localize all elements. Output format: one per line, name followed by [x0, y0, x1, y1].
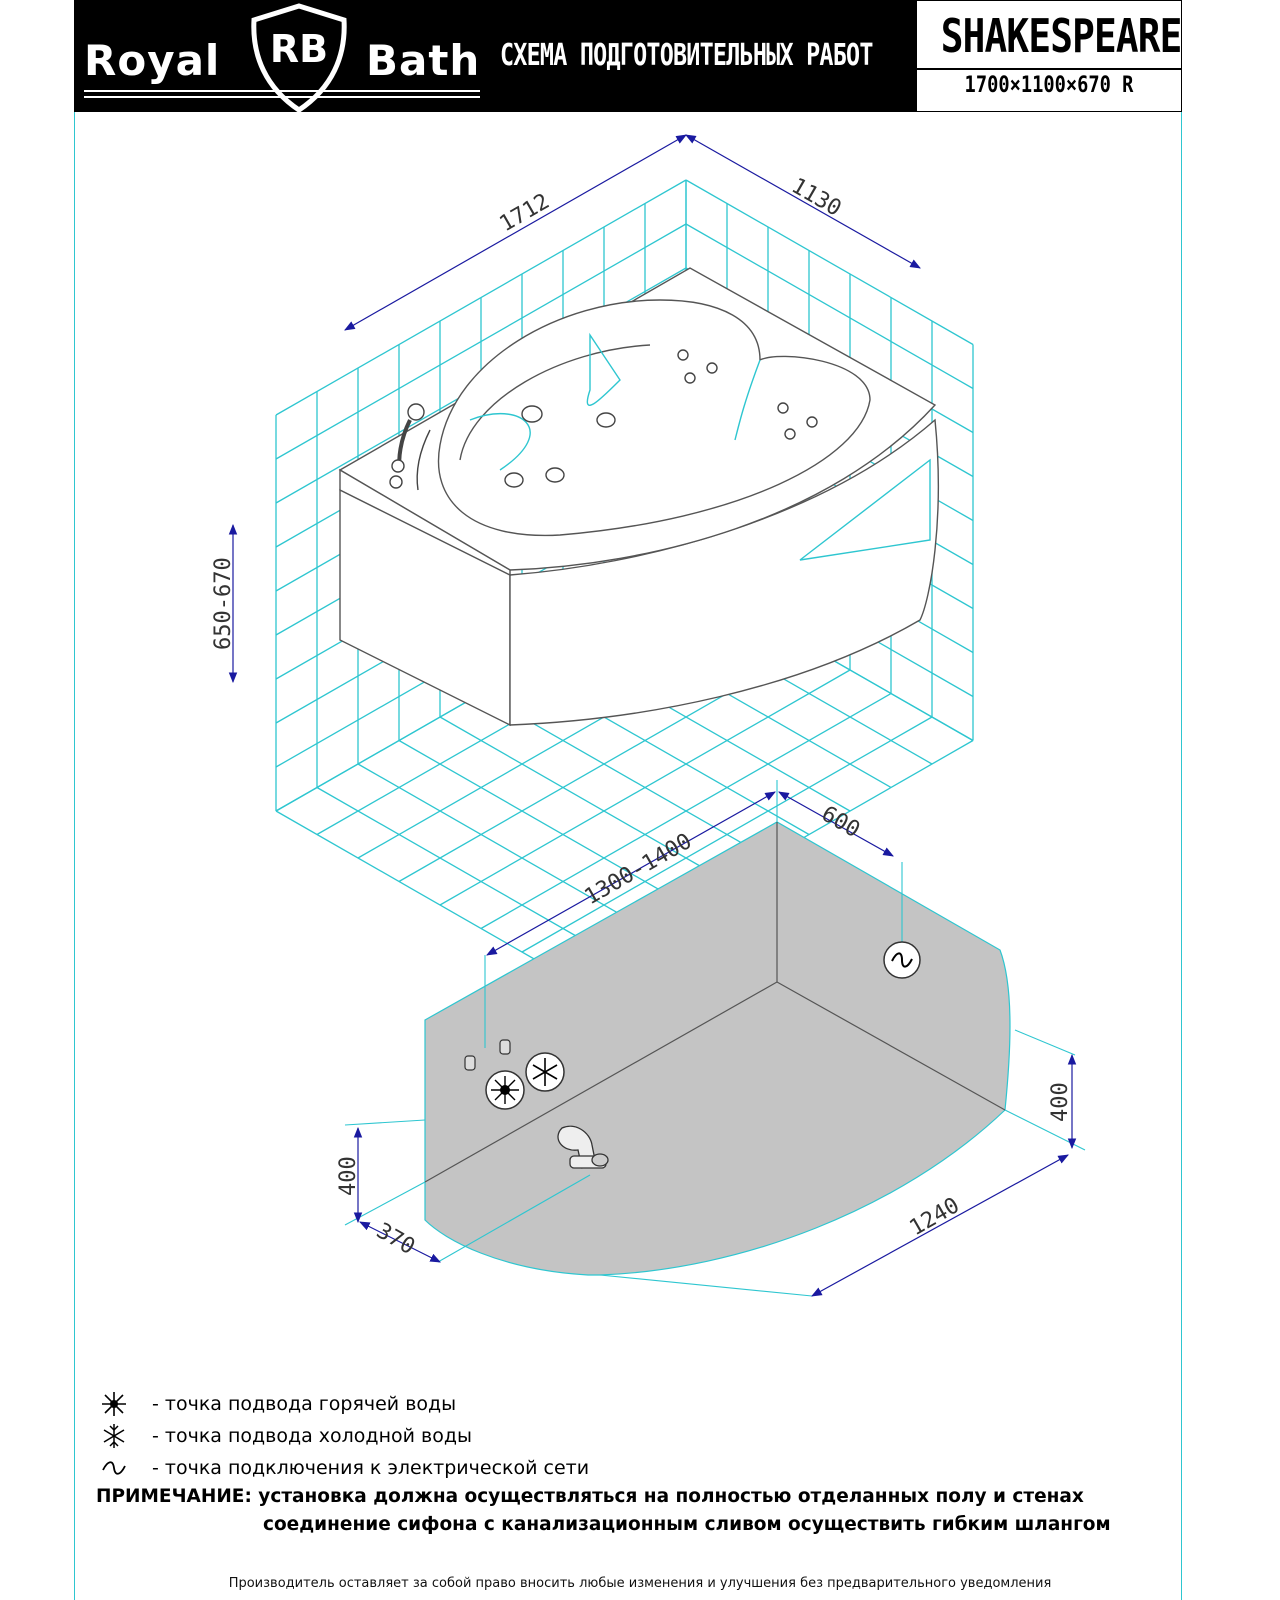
model-box: SHAKESPEARE 1700×1100×670 R — [916, 0, 1182, 112]
model-name: SHAKESPEARE — [940, 9, 1183, 63]
hot-water-marker — [485, 1070, 525, 1110]
note-label: ПРИМЕЧАНИЕ: — [96, 1486, 252, 1507]
dim-right-height-400: 400 — [1048, 1082, 1073, 1122]
dim-width-1130: 1130 — [787, 174, 845, 222]
brand-bath: Bath — [366, 36, 481, 85]
brand-shield-logo: RB — [251, 3, 347, 114]
dim-length-1712: 1712 — [496, 189, 554, 237]
note-line-2: соединение сифона с канализационным слив… — [263, 1514, 1111, 1535]
installation-plan — [344, 780, 1086, 1297]
bathtub — [338, 267, 939, 727]
note-line-1: установка должна осуществляться на полно… — [258, 1486, 1084, 1507]
legend-cold-water-text: - точка подвода холодной воды — [152, 1425, 472, 1447]
drawing-sheet-frame — [74, 0, 1182, 1600]
legend-hot-water-text: - точка подвода горячей воды — [152, 1393, 457, 1415]
technical-drawing: 1712 1130 650-670 — [211, 134, 1086, 1297]
electric-socket-icon — [102, 1461, 126, 1475]
header-banner — [74, 0, 916, 112]
top-dimensions — [228, 134, 921, 684]
dim-left-height-400: 400 — [336, 1156, 361, 1196]
cold-water-marker — [525, 1052, 565, 1092]
note: ПРИМЕЧАНИЕ: установка должна осуществлят… — [96, 1486, 1084, 1507]
drain-siphon — [557, 1125, 609, 1169]
water-pipes — [464, 1039, 511, 1071]
model-dimensions: 1700×1100×670 R — [964, 73, 1134, 98]
dim-bottom-length-1240: 1240 — [906, 1193, 964, 1241]
cold-water-icon — [103, 1424, 125, 1448]
dim-height-650-670: 650-670 — [211, 557, 236, 650]
disclaimer: Производитель оставляет за собой право в… — [228, 1576, 1052, 1591]
hot-water-icon — [102, 1392, 126, 1416]
legend-electric-text: - точка подключения к электрической сети — [152, 1457, 590, 1479]
brand-monogram: RB — [270, 27, 328, 71]
legend-electric: - точка подключения к электрической сети — [100, 1454, 589, 1482]
brand-royal: Royal — [84, 36, 221, 85]
brand-underline — [84, 90, 480, 102]
legend-hot-water: - точка подвода горячей воды — [100, 1390, 456, 1418]
dim-left-offset-370: 370 — [372, 1219, 419, 1261]
bathtub-faucet — [389, 403, 431, 491]
legend-cold-water: - точка подвода холодной воды — [100, 1422, 472, 1450]
electric-socket-marker — [883, 941, 921, 979]
floor-area — [424, 821, 1011, 1276]
schema-title: СХЕМА ПОДГОТОВИТЕЛЬНЫХ РАБОТ — [500, 38, 873, 73]
